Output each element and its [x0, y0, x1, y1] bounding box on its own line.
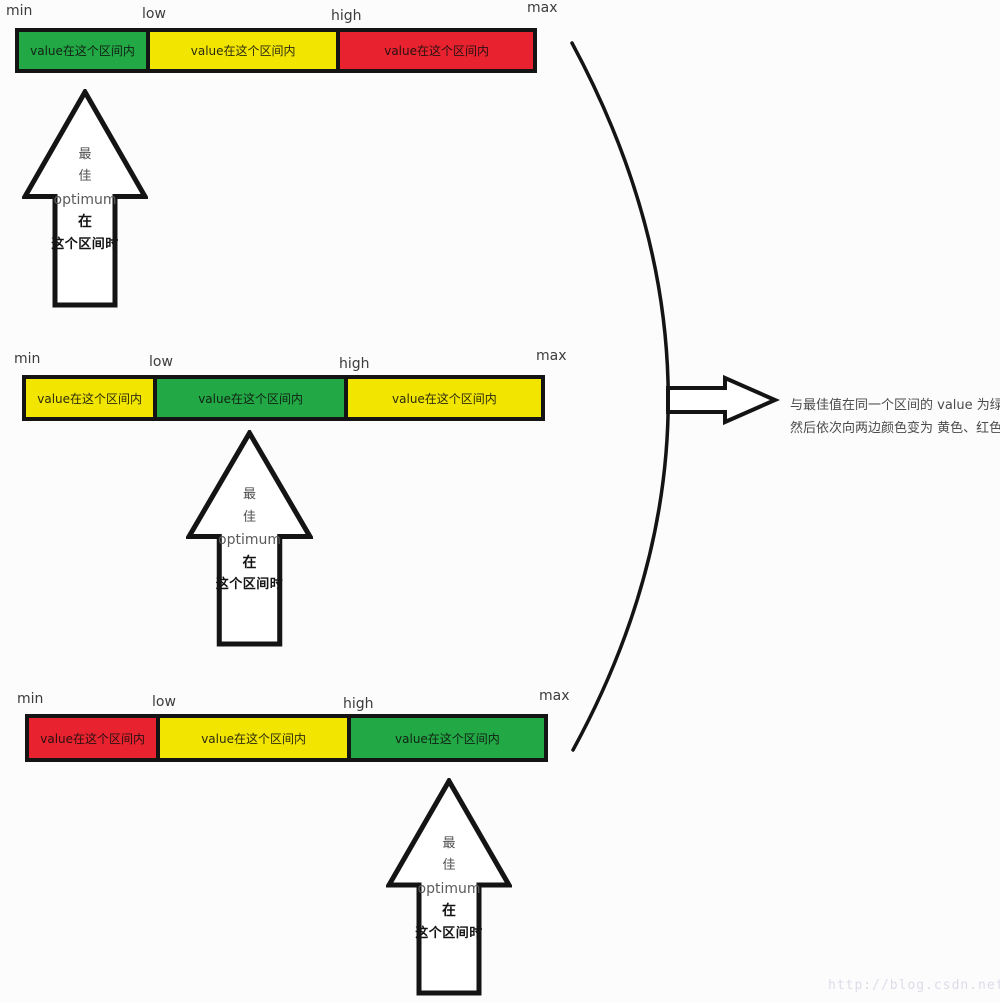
optimum-arrow-text-line: 最 — [442, 835, 456, 851]
optimum-arrow-2: 最 佳 optimum 在 这个区间时 — [186, 430, 313, 647]
up-arrow-icon — [186, 430, 313, 647]
meter-segment: value在这个区间内 — [29, 718, 161, 758]
optimum-arrow-text-line: optimum — [53, 191, 117, 208]
up-arrow-icon — [386, 778, 512, 996]
optimum-arrow-text: 最 佳 optimum 在 这个区间时 — [386, 833, 512, 946]
meter-bar: value在这个区间内 value在这个区间内 value在这个区间内 — [15, 28, 537, 73]
grouping-curve — [570, 41, 780, 752]
segment-label: value在这个区间内 — [190, 44, 296, 58]
annotation-line-2: 然后依次向两边颜色变为 黄色、红色 — [790, 421, 1000, 436]
axis-label-max: max — [527, 0, 558, 16]
axis-label-max: max — [536, 348, 567, 364]
annotation-line-1: 与最佳值在同一个区间的 value 为绿色， — [790, 398, 1000, 413]
annotation-text: 与最佳值在同一个区间的 value 为绿色， 然后依次向两边颜色变为 黄色、红色 — [790, 394, 1000, 440]
axis-label-min: min — [6, 3, 33, 19]
meter-bar: value在这个区间内 value在这个区间内 value在这个区间内 — [22, 375, 545, 421]
axis-label-high: high — [331, 8, 362, 24]
meter-segment: value在这个区间内 — [19, 32, 151, 69]
meter-bar-group-3: min low high max value在这个区间内 value在这个区间内… — [0, 686, 1000, 776]
meter-segment: value在这个区间内 — [350, 718, 544, 758]
segment-label: value在这个区间内 — [395, 731, 500, 746]
meter-segment: value在这个区间内 — [150, 32, 341, 69]
meter-segment: value在这个区间内 — [157, 379, 348, 417]
axis-label-max: max — [539, 688, 570, 704]
optimum-arrow-text-line: 这个区间时 — [215, 577, 284, 593]
meter-bar: value在这个区间内 value在这个区间内 value在这个区间内 — [25, 714, 548, 762]
meter-segment: value在这个区间内 — [160, 718, 351, 758]
optimum-arrow-text: 最 佳 optimum 在 这个区间时 — [186, 484, 313, 597]
meter-bar-group-1: min low high max value在这个区间内 value在这个区间内… — [0, 0, 1000, 90]
optimum-arrow-text: 最 佳 optimum 在 这个区间时 — [22, 144, 148, 257]
optimum-arrow-text-line: 这个区间时 — [51, 236, 119, 252]
optimum-arrow-text-line: optimum — [417, 880, 481, 897]
optimum-arrow-text-line: 在 — [442, 903, 456, 919]
meter-segment: value在这个区间内 — [347, 379, 541, 417]
up-arrow-icon — [22, 89, 148, 308]
axis-label-low: low — [142, 6, 166, 22]
curve-line — [570, 41, 670, 752]
axis-label-low: low — [152, 694, 176, 710]
meter-bar-group-2: min low high max value在这个区间内 value在这个区间内… — [0, 347, 1000, 437]
meter-segment: value在这个区间内 — [340, 32, 533, 69]
optimum-arrow-text-line: 佳 — [442, 858, 456, 873]
segment-label: value在这个区间内 — [201, 731, 306, 746]
segment-label: value在这个区间内 — [37, 391, 143, 406]
segment-label: value在这个区间内 — [198, 391, 303, 406]
right-arrow-icon — [666, 374, 780, 426]
meter-segment: value在这个区间内 — [26, 379, 158, 417]
axis-label-high: high — [343, 696, 374, 712]
watermark: http://blog.csdn.net/ — [828, 978, 1000, 993]
optimum-arrow-text-line: 佳 — [78, 169, 92, 185]
optimum-arrow-text-line: 佳 — [242, 509, 256, 525]
axis-label-min: min — [14, 351, 41, 367]
optimum-arrow-text-line: optimum — [218, 532, 281, 549]
segment-label: value在这个区间内 — [40, 731, 146, 746]
optimum-arrow-text-line: 这个区间时 — [415, 925, 483, 941]
optimum-arrow-text-line: 在 — [242, 554, 257, 571]
segment-label: value在这个区间内 — [30, 44, 135, 58]
axis-label-high: high — [339, 356, 370, 372]
segment-label: value在这个区间内 — [384, 44, 489, 58]
optimum-arrow-1: 最 佳 optimum 在 这个区间时 — [22, 89, 148, 308]
axis-label-min: min — [17, 691, 44, 707]
optimum-arrow-3: 最 佳 optimum 在 这个区间时 — [386, 778, 512, 996]
optimum-arrow-text-line: 最 — [242, 487, 256, 503]
optimum-arrow-text-line: 最 — [78, 146, 92, 162]
segment-label: value在这个区间内 — [392, 391, 497, 406]
axis-label-low: low — [149, 354, 173, 370]
optimum-arrow-text-line: 在 — [78, 214, 92, 231]
